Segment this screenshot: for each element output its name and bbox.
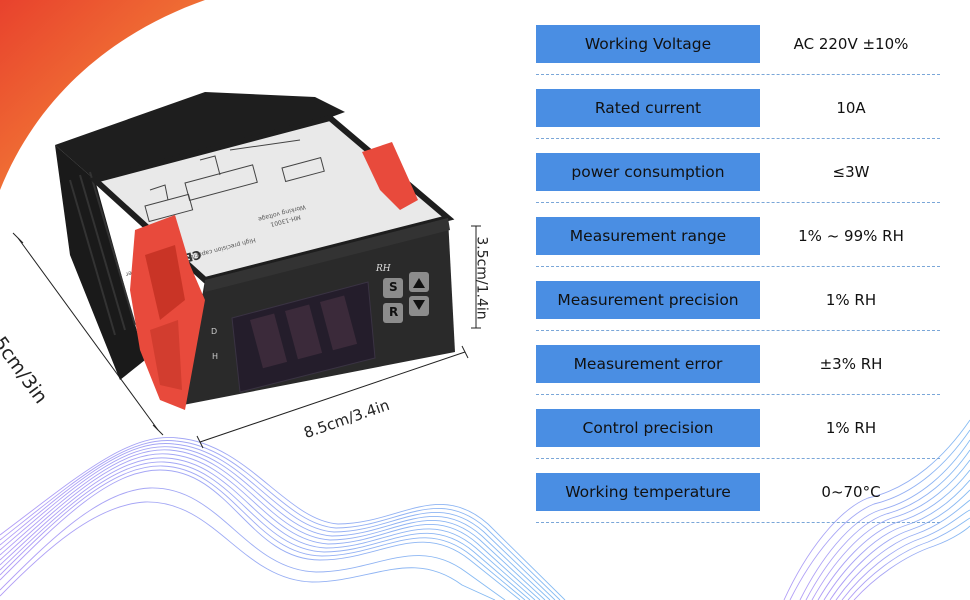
corner-swoosh-decoration (0, 0, 205, 190)
spec-label: power consumption (536, 153, 760, 191)
height-dimension-label: 3.5cm/1.4in (473, 236, 490, 320)
spec-divider (536, 266, 940, 267)
spec-value: ≤3W (832, 163, 870, 181)
spec-label: Measurement range (536, 217, 760, 255)
spec-value: 1% RH (825, 291, 877, 309)
right-mount-clip (362, 142, 418, 210)
wave-decoration-left (0, 437, 566, 600)
control-buttons (383, 272, 429, 323)
spec-label: Control precision (536, 409, 760, 447)
mode-label: RH (376, 264, 391, 274)
button-s-label[interactable]: S (389, 280, 398, 294)
button-s (383, 278, 403, 298)
dimension-lines (12, 225, 481, 449)
spec-row: Control precision 1% RH (536, 384, 940, 459)
spec-label: Working Voltage (536, 25, 760, 63)
spec-divider (536, 394, 940, 395)
button-r (383, 303, 403, 323)
spec-value: AC 220V ±10% (793, 35, 909, 53)
spec-row: Measurement error ±3% RH (536, 320, 940, 395)
spec-divider (536, 74, 940, 75)
indicator-d-label: D (211, 327, 218, 336)
spec-divider (536, 330, 940, 331)
arrow-down-icon (413, 300, 425, 310)
spec-label: Measurement error (536, 345, 760, 383)
spec-row: Measurement range 1% ~ 99% RH (536, 192, 940, 267)
spec-label: Working temperature (536, 473, 760, 511)
spec-label: Measurement precision (536, 281, 760, 319)
spec-value: 1% ~ 99% RH (798, 227, 904, 245)
spec-row: Working temperature 0~70°C (536, 448, 940, 523)
wave-decoration-right (783, 419, 970, 600)
spec-row: Working Voltage AC 220V ±10% (536, 0, 940, 75)
spec-divider (536, 202, 940, 203)
indicator-h-label: H (212, 352, 219, 361)
spec-divider (536, 458, 940, 459)
spec-value: ±3% RH (819, 355, 883, 373)
spec-divider (536, 138, 940, 139)
humidity-controller-device: High precision capacitive humidity contr… (55, 92, 455, 410)
button-r-label[interactable]: R (389, 305, 399, 319)
spec-value: 0~70°C (821, 483, 881, 501)
spec-value: 10A (836, 99, 866, 117)
spec-label: Rated current (536, 89, 760, 127)
spec-value: 1% RH (825, 419, 877, 437)
spec-row: Measurement precision 1% RH (536, 256, 940, 331)
spec-row: Rated current 10A (536, 64, 940, 139)
spec-row: power consumption ≤3W (536, 128, 940, 203)
spec-divider (536, 522, 940, 523)
arrow-up-icon (413, 278, 425, 288)
